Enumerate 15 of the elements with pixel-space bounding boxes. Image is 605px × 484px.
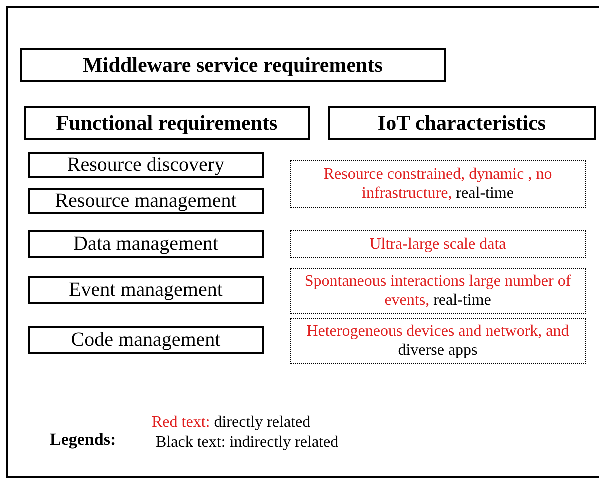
legend-entry: Black text: indirectly related bbox=[156, 434, 339, 452]
heading-box: Functional requirements bbox=[24, 106, 310, 140]
characteristics-box: Heterogeneous devices and network, and diverse apps bbox=[290, 318, 586, 364]
legend-entry: Red text: directly related bbox=[152, 414, 311, 432]
requirement-box: Data management bbox=[28, 230, 264, 258]
requirement-box: Resource management bbox=[28, 188, 264, 214]
heading-box: IoT characteristics bbox=[328, 106, 596, 140]
requirement-box: Event management bbox=[28, 276, 264, 304]
legend-title: Legends: bbox=[50, 430, 116, 450]
characteristics-box: Resource constrained, dynamic , no infrastructure, real-time bbox=[290, 160, 586, 208]
requirement-box: Resource discovery bbox=[28, 152, 264, 178]
characteristics-box: Spontaneous interactions large number of events, real-time bbox=[290, 268, 586, 314]
characteristics-box: Ultra-large scale data bbox=[290, 230, 586, 258]
requirement-box: Code management bbox=[28, 326, 264, 354]
heading-box: Middleware service requirements bbox=[20, 48, 446, 82]
